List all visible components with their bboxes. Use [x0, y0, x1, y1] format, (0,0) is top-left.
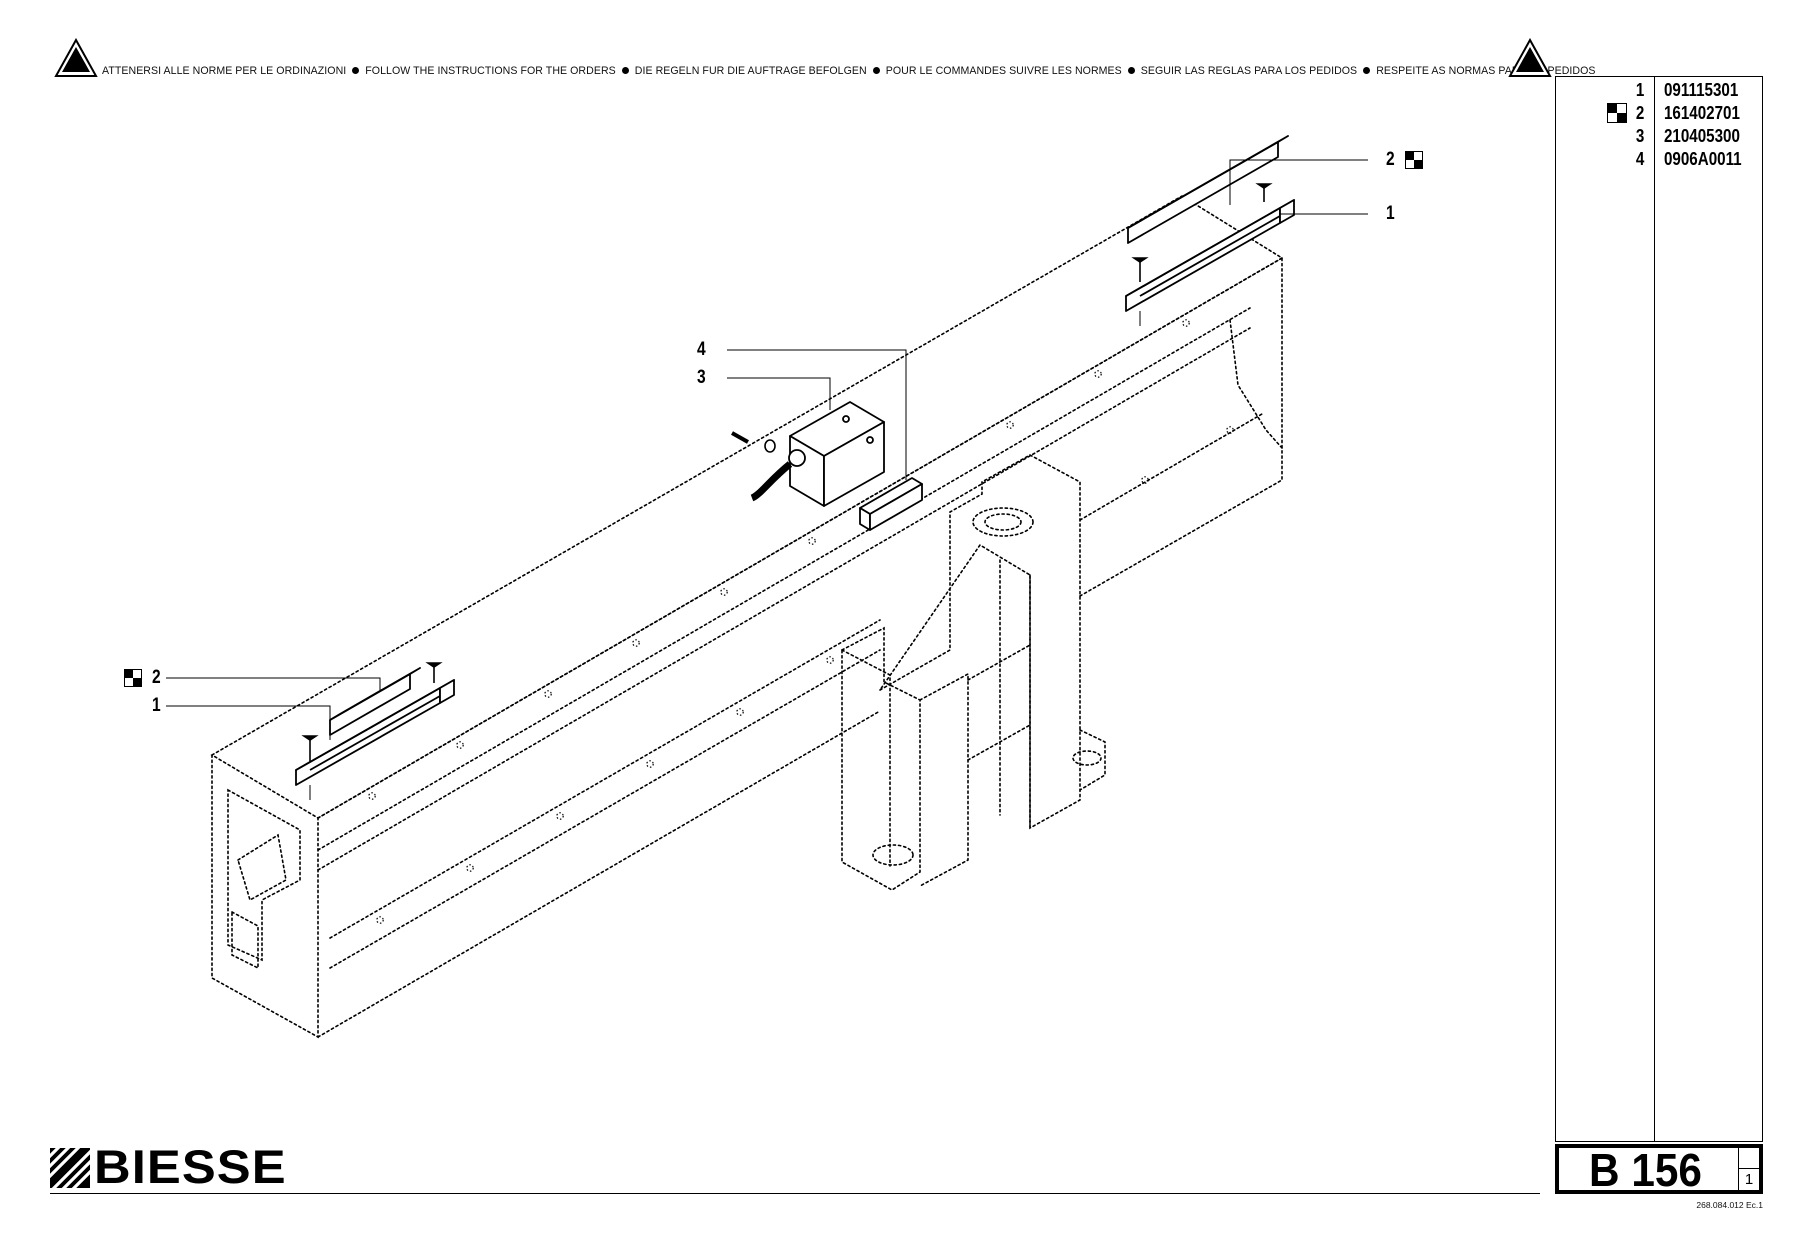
- order-instructions-banner: ATTENERSI ALLE NORME PER LE ORDINAZIONI F…: [0, 0, 1595, 150]
- sensor-box-part: [750, 401, 885, 507]
- leader-left-1: [166, 705, 331, 740]
- beam-rail-line: [317, 307, 1251, 851]
- carriage-bore: [984, 513, 1022, 531]
- beam-bottom-edge: [317, 710, 881, 1038]
- callout-left-2: 2: [152, 667, 161, 688]
- part-code: 0906A0011: [1664, 148, 1742, 169]
- replacement-marker-icon: [1607, 103, 1627, 123]
- beam-end-bulge: [1229, 319, 1283, 449]
- brand-name: BIESSE: [94, 1140, 287, 1193]
- notice-segment-en: FOLLOW THE INSTRUCTIONS FOR THE ORDERS: [365, 65, 616, 77]
- carriage-bore: [1072, 750, 1102, 766]
- beam-front-top-edge: [317, 257, 1283, 819]
- beam-mounting-holes: [368, 319, 1234, 924]
- bullet-dot: [621, 67, 629, 75]
- parts-list-row: 2 161402701: [1556, 102, 1764, 125]
- part-code: 091115301: [1664, 79, 1739, 100]
- beam-end-face: [211, 754, 319, 1039]
- callout-center-3: 3: [697, 367, 706, 388]
- end-pocket: [237, 833, 287, 902]
- page-code: B 156: [1589, 1144, 1702, 1196]
- callout-left-1: 1: [152, 695, 161, 716]
- bullet-dot: [352, 67, 360, 75]
- document-reference: 268.084.012 Ec.1: [1696, 1200, 1763, 1210]
- callout-center-4: 4: [697, 339, 706, 360]
- notice-segment-it: ATTENERSI ALLE NORME PER LE ORDINAZIONI: [102, 65, 347, 77]
- bullet-dot: [872, 67, 880, 75]
- carriage-edge: [919, 672, 969, 887]
- part-item-number: 2: [1635, 102, 1644, 123]
- bullet-dot: [1127, 67, 1135, 75]
- beam-ghost-outline: [210, 195, 1284, 1039]
- callout-right-2: 2: [1386, 149, 1395, 170]
- rail-groove: [309, 695, 441, 771]
- right-screws: [1131, 183, 1273, 282]
- notice-segment-fr: POUR LE COMMANDES SUIVRE LES NORMES: [885, 65, 1122, 77]
- carriage-lower-block: [841, 626, 921, 891]
- guide-rail-end: [1279, 199, 1295, 224]
- part-item-number: 4: [1635, 148, 1644, 169]
- beam-groove-line: [329, 649, 881, 969]
- beam-groove-line: [1079, 413, 1263, 521]
- sensor-cable: [750, 461, 793, 502]
- left-rail-assembly: [295, 667, 455, 786]
- part-code: 210405300: [1664, 125, 1740, 146]
- beam-rail-line: [317, 327, 1251, 871]
- beam-groove-line: [329, 619, 881, 939]
- end-pocket: [231, 910, 259, 970]
- biesse-logo: BIESSE: [50, 1142, 290, 1192]
- biesse-logo-icon: [50, 1148, 90, 1188]
- leader-center-3: [727, 377, 831, 410]
- mounting-plate-part: [859, 477, 923, 531]
- box-screw: [842, 415, 850, 423]
- carriage-column: [879, 454, 1081, 830]
- box-screw: [866, 436, 874, 444]
- part-item-number: 1: [1635, 79, 1644, 100]
- sheet-divider: [1738, 1148, 1759, 1172]
- notice-segment-es: SEGUIR LAS REGLAS PARA LOS PEDIDOS: [1140, 65, 1358, 77]
- sheet-number: 1: [1738, 1168, 1759, 1190]
- carriage-foot: [1079, 729, 1106, 791]
- sensor-connector: [788, 449, 806, 467]
- replacement-marker-icon: [124, 669, 142, 687]
- parts-list-row: 4 0906A0011: [1556, 148, 1764, 171]
- leader-right-2: [1229, 159, 1368, 205]
- warning-triangle-icon: [54, 38, 98, 77]
- parts-list-row: 3 210405300: [1556, 125, 1764, 148]
- carriage-bore: [972, 507, 1034, 537]
- replacement-marker-icon: [1405, 151, 1423, 169]
- callout-leaders: [166, 159, 1368, 800]
- guide-rail-end: [439, 679, 455, 704]
- parts-list-panel: 1 091115301 2 161402701 3 210405300 4 09…: [1555, 76, 1763, 1142]
- beam-top-face: [210, 195, 1284, 819]
- rail-strip-top: [1127, 135, 1289, 229]
- carriage-bore: [872, 844, 914, 866]
- notice-segment-pt: RESPEITE AS NORMAS PARA OS PEDIDOS: [1376, 65, 1596, 77]
- footer-rule: [50, 1193, 1540, 1194]
- rail-groove: [1139, 215, 1281, 297]
- end-pocket: [227, 788, 301, 962]
- parts-list-row: 1 091115301: [1556, 79, 1764, 102]
- warning-triangle-icon: [1508, 38, 1552, 77]
- plate-front: [869, 483, 923, 531]
- part-item-number: 3: [1635, 125, 1644, 146]
- beam-right-lower-edge: [1079, 257, 1283, 597]
- notice-segment-de: DIE REGELN FUR DIE AUFTRAGE BEFOLGEN: [634, 65, 867, 77]
- sensor-screw: [731, 431, 776, 453]
- callout-right-1: 1: [1386, 203, 1395, 224]
- right-rail-assembly: [1125, 135, 1295, 312]
- order-instructions-text: ATTENERSI ALLE NORME PER LE ORDINAZIONI F…: [102, 65, 1595, 77]
- rail-strip-top: [329, 667, 421, 721]
- leader-left-2: [166, 677, 381, 690]
- page-code-box: B 156 1: [1555, 1144, 1763, 1194]
- leader-center-4: [727, 349, 907, 480]
- carriage-edge: [841, 649, 891, 867]
- bullet-dot: [1363, 67, 1371, 75]
- part-code: 161402701: [1664, 102, 1740, 123]
- carriage-edge: [967, 644, 1031, 681]
- parts-list-divider: [1654, 77, 1655, 1141]
- left-screws: [301, 662, 443, 762]
- carriage-edge: [967, 724, 1031, 761]
